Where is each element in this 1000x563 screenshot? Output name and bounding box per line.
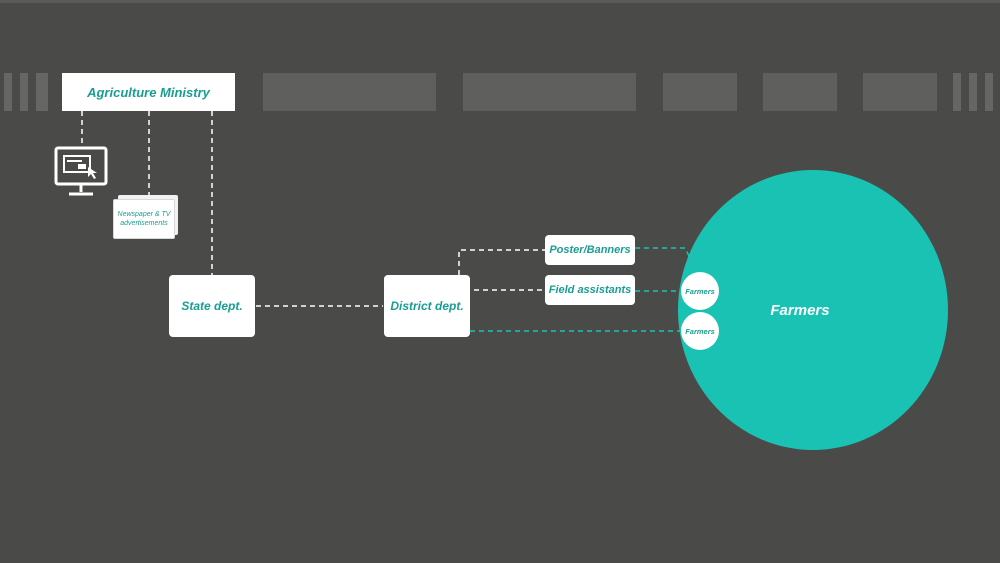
farmers-node-1-label: Farmers: [685, 286, 715, 296]
header-stripe: [953, 73, 961, 111]
district-dept-label: District dept.: [390, 299, 464, 313]
top-edge-line: [0, 0, 1000, 3]
farmers-node-2: Farmers: [681, 312, 719, 350]
header-ghost-block: [263, 73, 436, 111]
header-ghost-block: [763, 73, 837, 111]
farmers-group-circle: [678, 170, 948, 450]
header-ghost-block: [863, 73, 937, 111]
field-assistants-box: Field assistants: [545, 275, 635, 305]
district-to-poster-line: [458, 249, 545, 275]
header-stripe: [36, 73, 48, 111]
header-ghost-block: [663, 73, 737, 111]
agriculture-ministry-box: Agriculture Ministry: [62, 73, 235, 111]
farmers-group-label: Farmers: [770, 302, 830, 319]
poster-banners-box: Poster/Banners: [545, 235, 635, 265]
farmers-node-1: Farmers: [681, 272, 719, 310]
poster-to-farmers-line: [635, 247, 691, 259]
state-dept-box: State dept.: [169, 275, 255, 337]
header-stripe: [20, 73, 28, 111]
district-dept-box: District dept.: [384, 275, 470, 337]
header-stripe: [985, 73, 993, 111]
computer-monitor-icon: [54, 146, 110, 200]
newspaper-tv-label: Newspaper & TV advertisements: [117, 211, 171, 227]
agriculture-ministry-label: Agriculture Ministry: [87, 84, 210, 100]
poster-banners-label: Poster/Banners: [549, 244, 631, 256]
header-ghost-block: [463, 73, 636, 111]
field-assistants-label: Field assistants: [548, 284, 632, 296]
newspaper-tv-box: Newspaper & TV advertisements: [113, 199, 175, 239]
state-dept-label: State dept.: [181, 299, 243, 313]
header-stripe: [4, 73, 12, 111]
farmers-node-2-label: Farmers: [685, 326, 715, 336]
header-stripe: [969, 73, 977, 111]
